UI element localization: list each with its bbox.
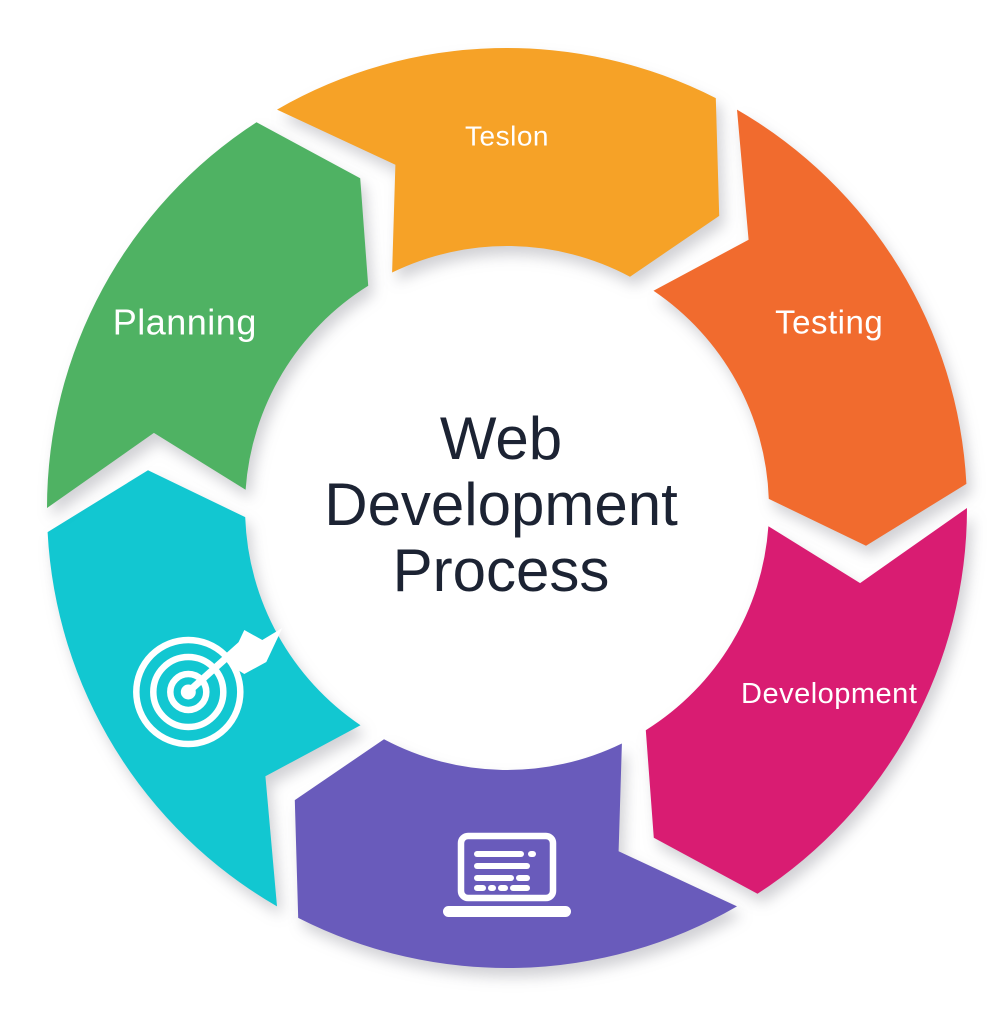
segment-design-label: Teslon bbox=[465, 121, 549, 152]
segment-development-label: Development bbox=[741, 678, 917, 710]
segment-development bbox=[645, 508, 967, 894]
center-title-line-2: Development bbox=[324, 471, 678, 538]
laptop-code-icon bbox=[443, 832, 571, 917]
segment-testing-label: Testing bbox=[775, 304, 883, 341]
segment-design bbox=[277, 47, 720, 277]
segment-testing bbox=[653, 109, 967, 546]
segment-planning-label: Planning bbox=[113, 302, 257, 343]
segment-planning bbox=[47, 122, 369, 508]
center-title-line-1: Web bbox=[439, 405, 563, 472]
target-arrow-icon bbox=[133, 628, 283, 748]
center-title-line-3: Process bbox=[392, 537, 610, 604]
diagram-center-title: Web Development Process bbox=[141, 406, 861, 604]
